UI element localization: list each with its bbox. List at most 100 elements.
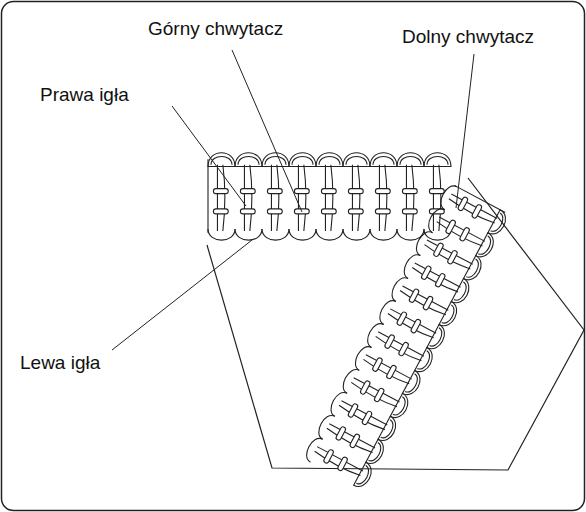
leader-lines — [112, 50, 474, 350]
needle-thread — [433, 242, 444, 257]
thread — [316, 153, 343, 167]
thread — [329, 424, 375, 448]
needle-thread — [435, 273, 446, 288]
needle-thread — [375, 189, 390, 194]
thread — [451, 194, 497, 218]
diagonal-stitches — [303, 183, 510, 491]
needle-thread — [335, 426, 346, 441]
leader-line — [112, 240, 252, 350]
thread — [292, 156, 313, 164]
thread — [400, 156, 421, 164]
leader-line — [456, 54, 474, 208]
thread — [352, 343, 372, 370]
needle-thread — [240, 209, 255, 214]
thread — [271, 165, 272, 231]
thread — [427, 240, 473, 264]
thread — [437, 183, 457, 210]
thread — [454, 185, 505, 212]
thread — [238, 156, 259, 164]
needle-thread — [323, 449, 334, 464]
needle-thread — [398, 342, 409, 357]
thread — [433, 165, 434, 231]
thread — [370, 153, 397, 167]
needle-thread — [386, 365, 397, 380]
part-label: Dolny chwytacz — [400, 26, 536, 48]
thread — [378, 332, 424, 356]
thread — [277, 165, 279, 231]
needle-thread — [447, 250, 458, 265]
needle-thread — [384, 334, 395, 349]
thread — [439, 302, 461, 330]
needle-thread — [375, 209, 390, 214]
needle-thread — [347, 403, 358, 418]
thread — [262, 229, 289, 240]
needle-thread — [422, 296, 433, 311]
needle-thread — [267, 189, 282, 194]
thread — [415, 263, 461, 287]
thread — [379, 165, 380, 231]
thread — [235, 229, 262, 240]
thread — [366, 355, 412, 379]
fabric-outline — [207, 178, 584, 470]
thread — [366, 439, 388, 467]
thread — [327, 389, 347, 416]
thread — [406, 165, 407, 231]
thread — [316, 229, 343, 240]
thread — [415, 347, 437, 375]
needle-thread — [408, 288, 419, 303]
thread — [376, 297, 396, 324]
thread — [339, 366, 359, 393]
needle-thread — [321, 209, 336, 214]
thread — [358, 165, 360, 231]
needle-thread — [459, 227, 470, 242]
needle-thread — [402, 209, 417, 214]
needle-thread — [410, 319, 421, 334]
thread — [244, 165, 245, 231]
thread — [402, 370, 424, 398]
thread — [343, 153, 370, 167]
thread — [354, 462, 376, 490]
leader-line — [172, 106, 246, 206]
thread — [342, 401, 388, 425]
thread — [262, 153, 289, 167]
thread — [304, 165, 306, 231]
needle-thread — [396, 311, 407, 326]
part-label: Lewa igła — [18, 352, 102, 374]
needle-thread — [457, 196, 468, 211]
thread — [400, 252, 420, 279]
thread — [250, 165, 252, 231]
thread — [427, 156, 448, 164]
thread — [325, 165, 326, 231]
thread — [303, 435, 323, 462]
thread — [390, 309, 436, 333]
needle-thread — [402, 189, 417, 194]
needle-thread — [348, 189, 363, 194]
thread — [413, 229, 433, 256]
thread — [289, 229, 316, 240]
needle-thread — [213, 189, 228, 194]
needle-thread — [349, 433, 360, 448]
part-label: Górny chwytacz — [146, 18, 285, 40]
needle-thread — [421, 265, 432, 280]
thread — [424, 153, 451, 167]
thread — [488, 210, 510, 238]
needle-thread — [471, 204, 482, 219]
needle-thread — [372, 357, 383, 372]
thread — [317, 447, 363, 471]
thread — [343, 229, 370, 240]
upper-stitch-row — [208, 153, 451, 240]
thread — [289, 153, 316, 167]
needle-thread — [348, 209, 363, 214]
thread — [354, 378, 400, 402]
thread — [298, 165, 299, 231]
needle-thread — [361, 410, 372, 425]
thread — [397, 153, 424, 167]
needle-thread — [429, 189, 444, 194]
thread — [451, 279, 473, 307]
thread — [207, 159, 208, 233]
thread — [235, 153, 262, 167]
part-label: Prawa igła — [38, 84, 131, 106]
needle-thread — [429, 209, 444, 214]
